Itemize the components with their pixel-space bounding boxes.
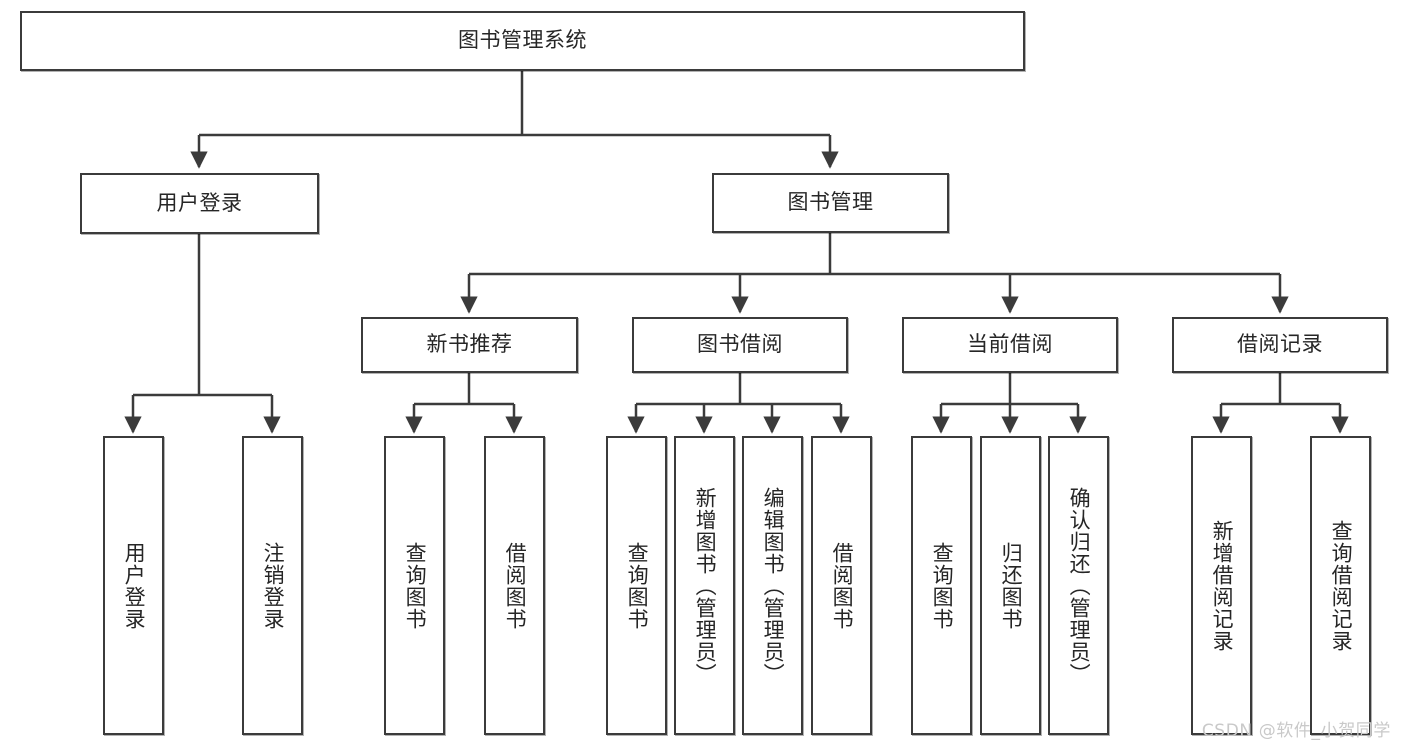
node-leaf-borrow-book-1-label: 借阅图书 [503,541,528,630]
node-borrow-record[interactable]: 借阅记录 [1172,317,1388,373]
node-leaf-logout-label: 注销登录 [261,541,286,630]
node-current-borrow-label: 当前借阅 [967,332,1053,357]
node-user-login[interactable]: 用户登录 [80,173,319,234]
node-leaf-edit-book[interactable]: 编辑图书（管理员） [742,436,803,735]
node-leaf-return-book[interactable]: 归还图书 [980,436,1041,735]
node-leaf-borrow-book-2[interactable]: 借阅图书 [811,436,872,735]
node-leaf-borrow-book-1[interactable]: 借阅图书 [484,436,545,735]
node-leaf-return-book-label: 归还图书 [999,541,1024,630]
node-root-label: 图书管理系统 [458,28,587,53]
node-leaf-query-book-1-label: 查询图书 [403,541,428,630]
node-leaf-query-record[interactable]: 查询借阅记录 [1310,436,1371,735]
node-new-book-recommend[interactable]: 新书推荐 [361,317,578,373]
node-leaf-user-login[interactable]: 用户登录 [103,436,164,735]
node-leaf-add-record[interactable]: 新增借阅记录 [1191,436,1252,735]
node-leaf-logout[interactable]: 注销登录 [242,436,303,735]
node-leaf-query-book-2[interactable]: 查询图书 [606,436,667,735]
node-book-management-label: 图书管理 [787,190,874,215]
node-current-borrow[interactable]: 当前借阅 [902,317,1118,373]
csdn-watermark: CSDN @软件_小贺同学 [1201,721,1391,741]
node-leaf-confirm-return[interactable]: 确认归还（管理员） [1048,436,1109,735]
node-leaf-query-book-2-label: 查询图书 [625,541,650,630]
node-borrow-record-label: 借阅记录 [1237,332,1323,357]
node-root[interactable]: 图书管理系统 [20,11,1025,71]
node-user-login-label: 用户登录 [156,190,243,215]
node-book-borrow-label: 图书借阅 [697,332,783,357]
node-leaf-edit-book-label: 编辑图书（管理员） [761,486,786,685]
node-leaf-borrow-book-2-label: 借阅图书 [830,541,855,630]
node-book-borrow[interactable]: 图书借阅 [632,317,848,373]
node-leaf-query-book-3-label: 查询图书 [930,541,955,630]
node-leaf-user-login-label: 用户登录 [122,541,147,630]
node-leaf-add-book[interactable]: 新增图书（管理员） [674,436,735,735]
node-leaf-add-book-label: 新增图书（管理员） [693,486,718,685]
node-leaf-query-book-3[interactable]: 查询图书 [911,436,972,735]
node-leaf-query-book-1[interactable]: 查询图书 [384,436,445,735]
node-book-management[interactable]: 图书管理 [712,173,949,233]
node-leaf-add-record-label: 新增借阅记录 [1210,519,1235,652]
node-leaf-query-record-label: 查询借阅记录 [1329,519,1354,652]
node-new-book-recommend-label: 新书推荐 [426,332,513,357]
node-leaf-confirm-return-label: 确认归还（管理员） [1067,486,1092,685]
